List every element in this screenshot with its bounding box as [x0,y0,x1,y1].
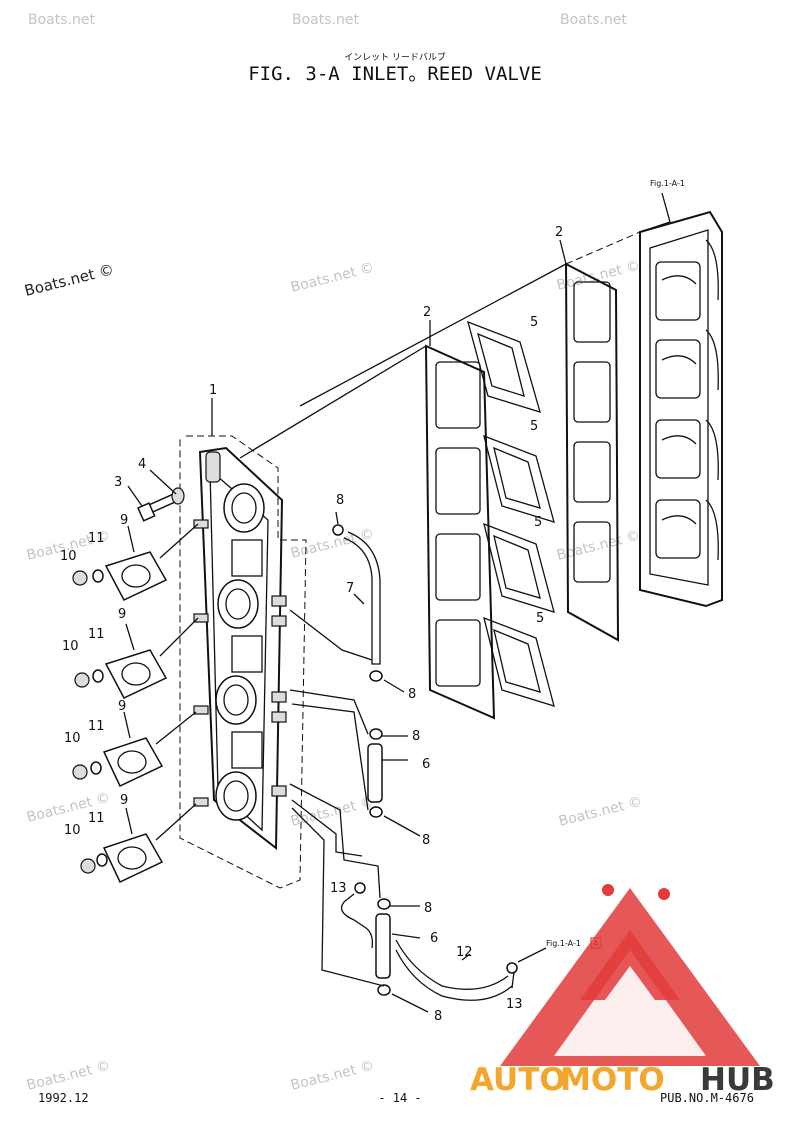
japanese-title: インレット リードバルブ [344,51,446,63]
watermarks: Boats.net Boats.net Boats.net Boats.net … [23,12,644,1094]
callout-3: 3 [114,475,122,490]
footer-pub-no: PUB.NO.M-4676 [660,1091,754,1105]
footer-page: - 14 - [378,1091,421,1105]
flange-set-1 [72,523,199,601]
callout-10-d: 10 [64,823,81,838]
callout-6-a: 6 [422,757,430,772]
callout-9-c: 9 [118,699,126,714]
connector-lines [289,609,385,987]
callout-9-b: 9 [118,607,126,622]
watermark-11: Boats.net © [557,794,644,830]
callout-5-a: 5 [530,315,538,330]
watermark-2: Boats.net [292,12,359,28]
flange-set-2 [74,617,199,699]
callout-5-c: 5 [534,515,542,530]
footer-date: 1992.12 [38,1091,89,1105]
callout-2-rear: 2 [555,225,563,240]
callout-11-b: 11 [88,627,105,642]
leader-upper-2 [299,263,567,407]
callout-8-a: 8 [336,493,344,508]
logo-auto: AUTO [470,1062,566,1098]
flange-set-3 [72,711,197,788]
watermark-4: Boats.net © [289,260,376,296]
watermark-3: Boats.net [560,12,627,28]
callout-8-e: 8 [424,901,432,916]
hoses-and-clips [332,511,547,1013]
callout-8-b: 8 [408,687,416,702]
leader-upper [239,345,427,459]
watermark-10: Boats.net © [289,794,376,830]
watermark-13: Boats.net © [289,1058,376,1094]
callout-13-a: 13 [330,881,347,896]
callout-4: 4 [138,457,146,472]
fig-ref-top: Fig.1-A-1 [650,179,685,188]
callout-7: 7 [346,581,354,596]
gasket-front [424,320,496,720]
logo-hub: HUB [700,1062,775,1098]
callout-10-c: 10 [64,731,81,746]
callout-11-d: 11 [88,811,105,826]
callout-12: 12 [456,945,473,960]
callout-10-b: 10 [62,639,79,654]
callout-8-c: 8 [412,729,420,744]
crankcase-drawing [639,192,723,608]
callout-2-front: 2 [423,305,431,320]
callouts: 1 2 2 3 4 5 5 5 5 6 6 7 8 8 8 8 8 8 9 9 … [60,225,563,1024]
callout-9-a: 9 [120,513,128,528]
watermark-1: Boats.net [28,12,95,28]
callout-5-b: 5 [530,419,538,434]
inlet-manifold [179,398,307,889]
watermark-dark: Boats.net © [23,260,116,300]
callout-1: 1 [209,383,217,398]
callout-10-a: 10 [60,549,77,564]
bolt-and-washer [127,469,185,522]
callout-9-d: 9 [120,793,128,808]
figure-title: FIG. 3-A INLET。REED VALVE [248,63,542,85]
callout-11-c: 11 [88,719,105,734]
callout-13-b: 13 [506,997,523,1012]
callout-8-f: 8 [434,1009,442,1024]
callout-8-d: 8 [422,833,430,848]
callout-5-d: 5 [536,611,544,626]
flange-set-4 [80,803,197,884]
logo-moto: MOTO [560,1062,665,1098]
callout-11-a: 11 [88,531,105,546]
callout-6-b: 6 [430,931,438,946]
automotohub-logo: AUTO MOTO HUB [470,884,775,1098]
reed-valves [467,320,555,707]
watermark-12: Boats.net © [25,1058,112,1094]
gasket-rear [559,231,641,642]
fig-ref-bottom: Fig.1-A-1 [546,939,581,948]
